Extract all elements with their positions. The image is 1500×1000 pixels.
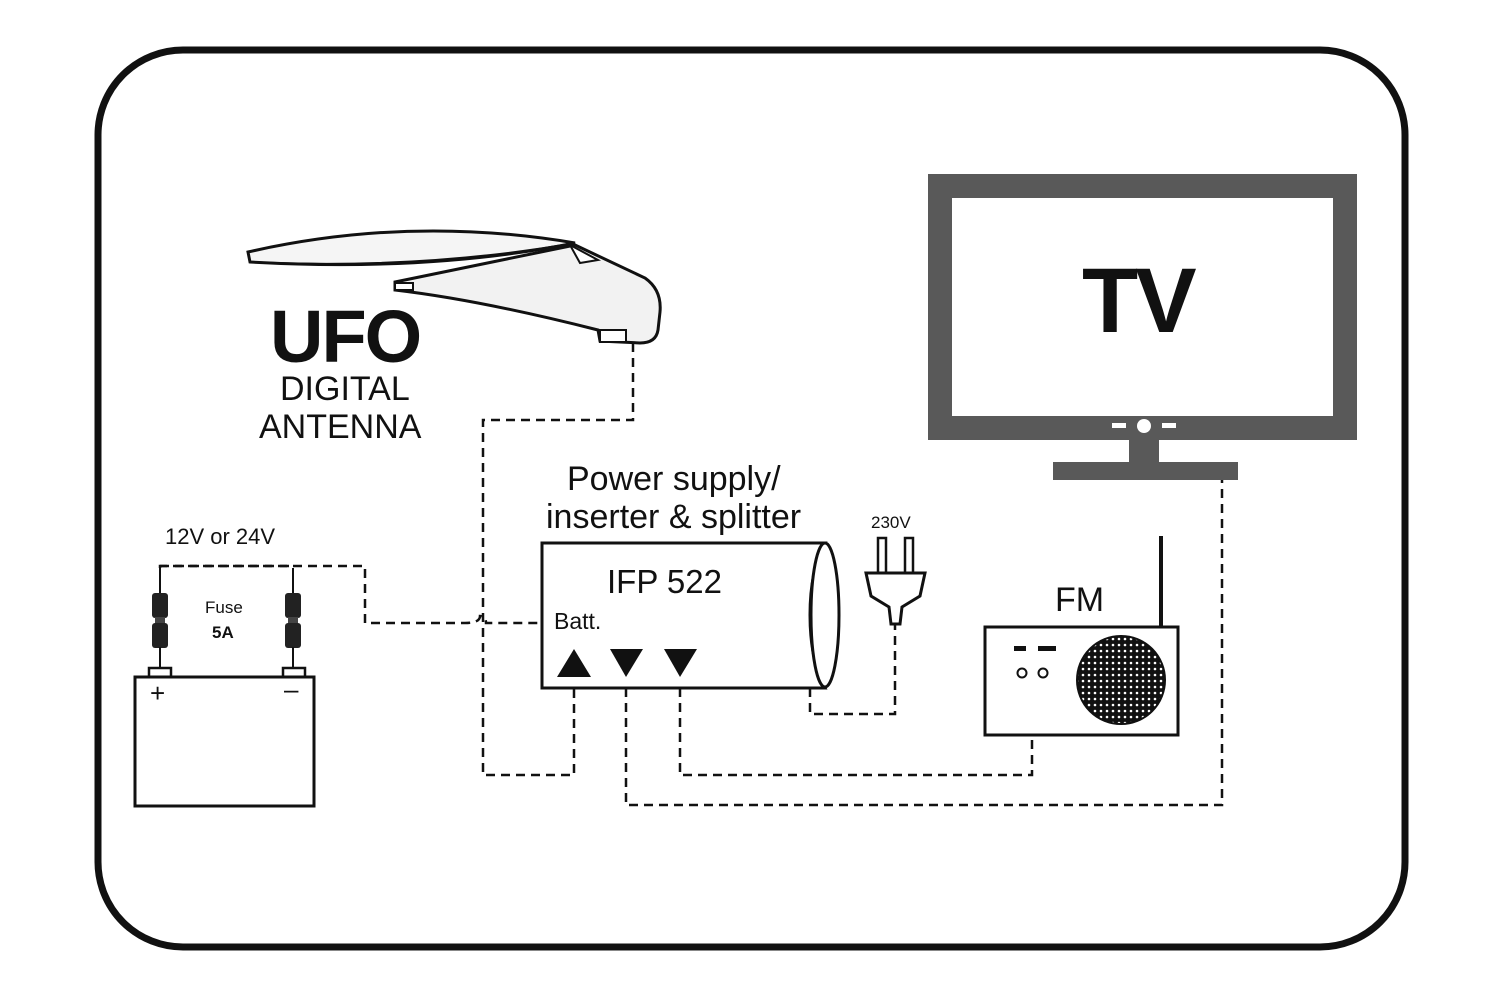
radio-label: FM — [1055, 581, 1105, 619]
power-supply-heading-line2: inserter & splitter — [546, 498, 802, 536]
battery-voltage-label: 12V or 24V — [165, 524, 276, 549]
fm-cable — [678, 688, 1034, 777]
mains-cable — [808, 624, 897, 716]
outer-frame — [94, 46, 1409, 951]
battery-cable — [158, 564, 542, 625]
tv-icon — [928, 174, 1357, 480]
battery-plus-terminal: + — [150, 678, 166, 708]
power-supply-model: IFP 522 — [607, 563, 722, 600]
mains-plug-icon — [864, 536, 927, 626]
fuse-label: Fuse — [205, 598, 243, 617]
tv-output-port-icon — [610, 649, 643, 677]
tv-label: TV — [1082, 250, 1197, 352]
battery-port-label: Batt. — [554, 608, 602, 634]
antenna-title: UFO — [270, 295, 422, 378]
power-supply-box — [540, 541, 841, 690]
cables — [158, 343, 1224, 807]
antenna-cable — [481, 343, 635, 777]
antenna-subtitle-line1: DIGITAL — [280, 370, 410, 408]
ufo-antenna-icon — [246, 229, 662, 345]
power-supply-heading-line1: Power supply/ — [567, 460, 781, 498]
mains-voltage-label: 230V — [871, 513, 911, 532]
battery-input-port-icon — [557, 649, 591, 677]
battery-minus-terminal: – — [284, 674, 299, 704]
antenna-subtitle-line2: ANTENNA — [259, 408, 422, 446]
fuse-rating: 5A — [212, 623, 234, 642]
fm-radio-icon — [983, 536, 1180, 737]
fm-output-port-icon — [664, 649, 697, 677]
fuse-icon — [152, 568, 301, 668]
tv-cable — [624, 480, 1224, 807]
